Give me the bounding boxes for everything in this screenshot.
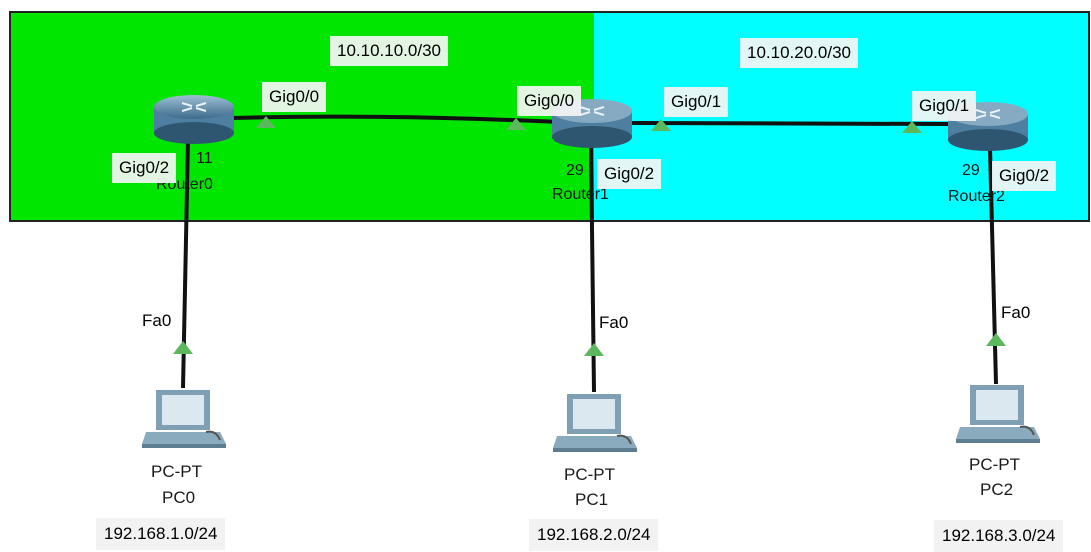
link-router0-router1[interactable]	[231, 114, 561, 124]
interface-label-pc1-fa0: Fa0	[599, 313, 629, 332]
router1-name: Router1	[552, 186, 609, 203]
link-up-triangle	[584, 343, 604, 356]
link-up-triangle	[256, 116, 276, 128]
router0-router-icon[interactable]	[152, 93, 236, 150]
router0-model: 11	[196, 150, 213, 167]
interface-label-r0-gig02: Gig0/2	[112, 153, 177, 183]
interface-label-r1-gig02: Gig0/2	[597, 159, 662, 189]
network-label-wan1: 10.10.10.0/30	[330, 36, 448, 66]
pc0-name: PC0	[162, 488, 196, 507]
interface-label-r0-gig00: Gig0/0	[262, 82, 327, 112]
interface-label-r2-gig02: Gig0/2	[992, 161, 1057, 191]
interface-label-pc0-fa0: Fa0	[142, 311, 172, 330]
link-up-triangle	[986, 333, 1006, 346]
pc1-type: PC-PT	[564, 465, 615, 484]
network-label-wan2: 10.10.20.0/30	[740, 38, 858, 68]
interface-label-pc2-fa0: Fa0	[1001, 303, 1031, 322]
pc1-name: PC1	[575, 490, 609, 509]
link-up-triangle	[651, 119, 671, 131]
link-up-triangle	[506, 118, 526, 130]
link-router1-router2[interactable]	[627, 121, 951, 126]
pc0-subnet-label: 192.168.1.0/24	[96, 518, 226, 550]
link-up-triangle	[173, 341, 193, 354]
router2-model: 29	[962, 162, 980, 179]
pc2-type: PC-PT	[969, 455, 1020, 474]
pc0-type: PC-PT	[151, 462, 202, 481]
interface-label-r2-gig01: Gig0/1	[912, 91, 977, 121]
router2-name: Router2	[948, 188, 1005, 205]
router1-model: 29	[566, 162, 584, 179]
pc2-name: PC2	[980, 480, 1014, 499]
pc2-pc-icon[interactable]	[956, 383, 1040, 450]
link-up-triangle	[902, 121, 922, 133]
pc1-pc-icon[interactable]	[553, 392, 637, 459]
pc0-pc-icon[interactable]	[142, 388, 226, 455]
pc1-subnet-label: 192.168.2.0/24	[529, 519, 659, 551]
interface-label-r1-gig00: Gig0/0	[517, 86, 582, 116]
pc2-subnet-label: 192.168.3.0/24	[934, 520, 1064, 552]
interface-label-r1-gig01: Gig0/1	[664, 87, 729, 117]
